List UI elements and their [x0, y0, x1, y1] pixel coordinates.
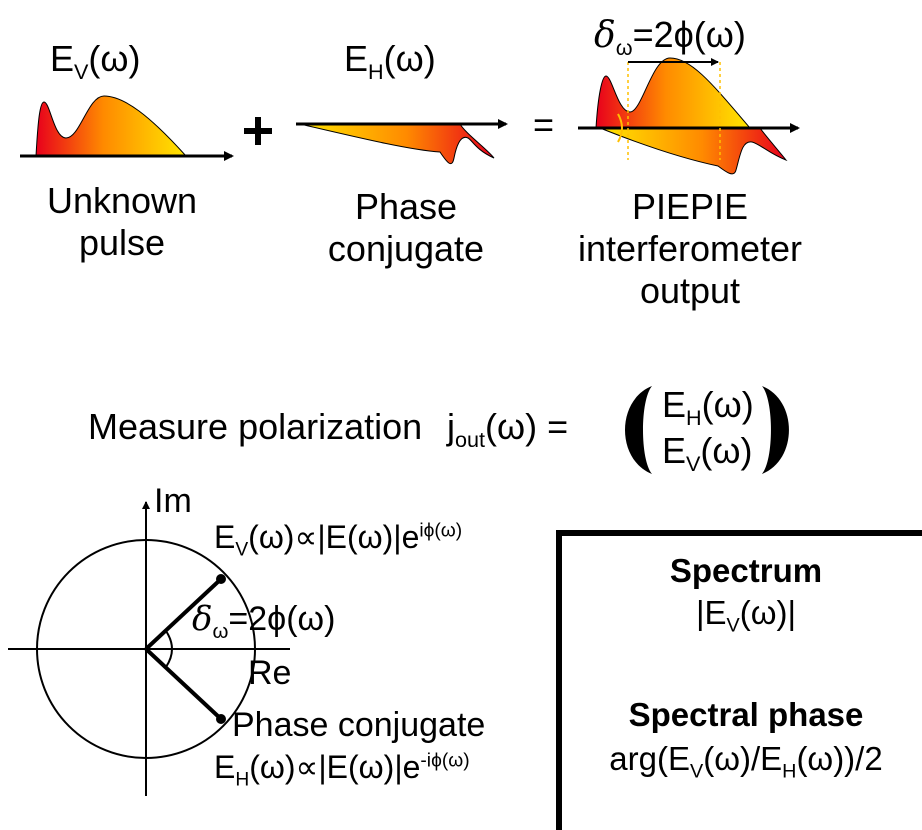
matrix-bottom-entry: EV(ω) — [662, 430, 753, 477]
piepie-upper-shape — [595, 57, 752, 129]
results-box: Spectrum |EV(ω)| Spectral phase arg(EV(ω… — [556, 530, 922, 830]
eh-phasor-dot — [216, 714, 226, 724]
ev-phasor-line — [144, 577, 223, 651]
re-axis-label: Re — [248, 654, 292, 692]
spectrum-formula: |EV(ω)| — [695, 594, 797, 637]
ev-phasor-dot — [216, 574, 226, 584]
eh-phasor-formula: EH(ω)∝|E(ω)|e-iϕ(ω) — [214, 749, 470, 791]
unknown-pulse-shape — [35, 95, 188, 157]
ev-omega-label: EV(ω) — [50, 38, 141, 85]
unknown-pulse-graphic — [20, 95, 234, 161]
unknown-pulse-label: Unknown pulse — [46, 180, 198, 263]
spectral-phase-title: Spectral phase — [628, 696, 864, 733]
piepie-output-graphic — [578, 57, 800, 175]
spectral-phase-formula: arg(EV(ω)/EH(ω))/2 — [609, 740, 883, 783]
eh-phasor-line — [144, 647, 223, 721]
diagram-canvas — [8, 57, 800, 796]
phasor-diagram — [8, 501, 290, 796]
jones-vector-label: jout(ω) = — [447, 406, 569, 453]
piepie-angle-arc — [617, 113, 623, 143]
delta-omega-label: δω=2ϕ(ω) — [594, 14, 746, 61]
matrix-right-paren — [762, 386, 789, 474]
plus-sign — [244, 117, 272, 145]
phase-conjugate-shape — [299, 123, 495, 165]
piepie-output-label: PIEPIE interferometer output — [577, 186, 803, 311]
im-axis-label: Im — [154, 482, 192, 520]
phasor-angle-arc — [165, 630, 173, 668]
matrix-top-entry: EH(ω) — [662, 384, 754, 431]
equals-sign: = — [533, 104, 555, 145]
phasor-delta-label: δω=2ϕ(ω) — [192, 599, 336, 643]
eh-omega-label: EH(ω) — [344, 38, 436, 85]
matrix-left-paren — [625, 386, 652, 474]
piepie-lower-shape — [599, 127, 788, 175]
phase-conjugate-phasor-label: Phase conjugate — [232, 706, 486, 744]
spectrum-title: Spectrum — [669, 552, 823, 589]
ev-phasor-formula: EV(ω)∝|E(ω)|eiϕ(ω) — [214, 519, 463, 561]
measure-polarization-text: Measure polarization — [88, 406, 423, 447]
phase-conjugate-graphic — [296, 119, 508, 165]
phase-conjugate-label: Phase conjugate — [327, 186, 485, 269]
